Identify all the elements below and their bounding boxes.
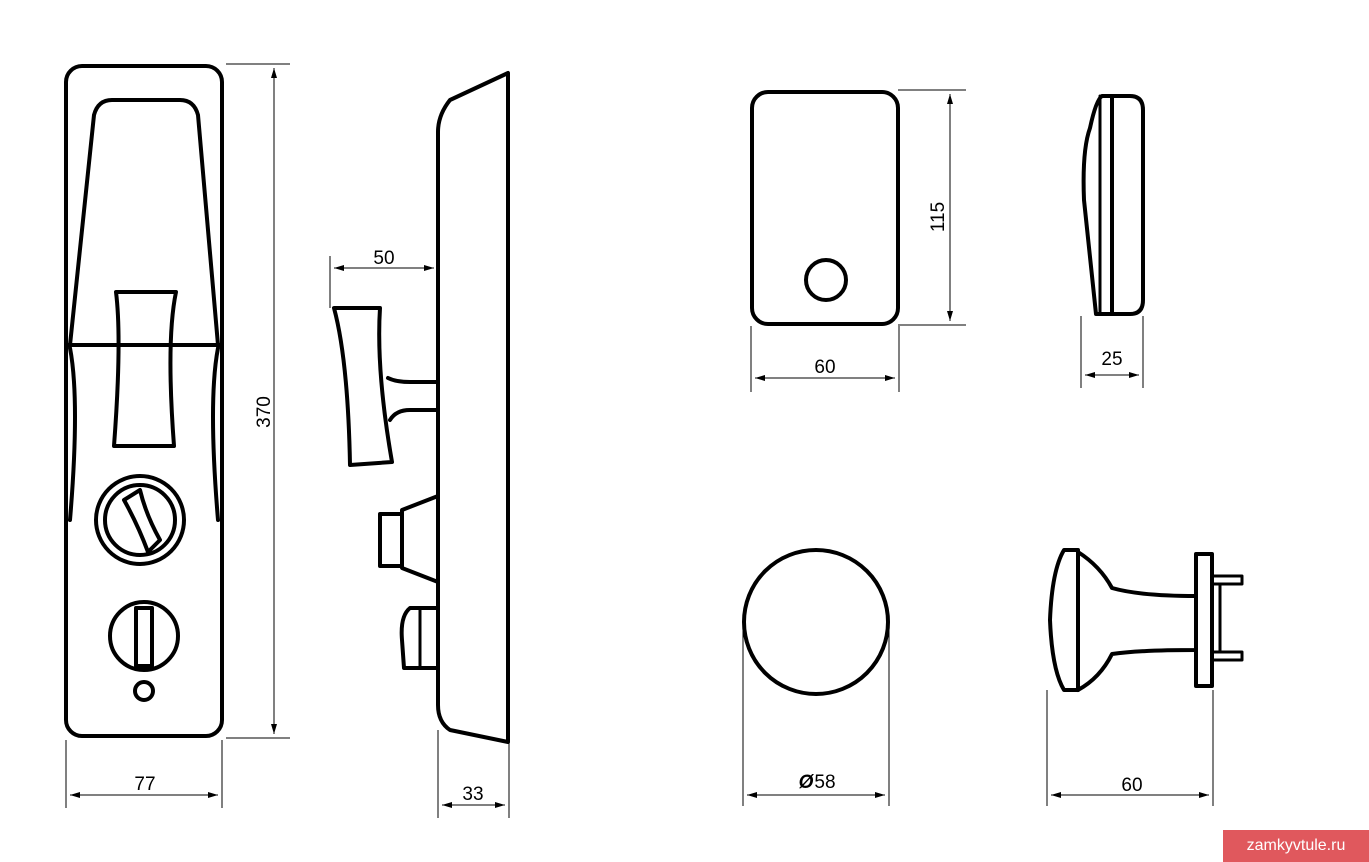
side-view-plate (332, 71, 510, 744)
rosette-side-cap (1081, 94, 1114, 316)
dim-side-depth: 33 (462, 784, 483, 805)
indicator-rosette (108, 600, 180, 672)
knob-circle (742, 548, 890, 696)
dim-height: 370 (254, 396, 275, 428)
knob-pins (1210, 574, 1244, 662)
dimension-labels: 77 370 50 33 115 60 25 Ø 58 60 (134, 202, 1142, 805)
knob-base-plate (1194, 552, 1214, 688)
lever-side (332, 306, 394, 467)
knob-side-view (1048, 548, 1244, 692)
dim-rosette-width: 60 (814, 357, 835, 378)
dim-front-width: 77 (134, 774, 155, 795)
dim-rosette-depth: 25 (1101, 349, 1122, 370)
knob-front-view (742, 548, 890, 696)
handle-upper-body (68, 98, 220, 347)
rosette-side-body (1110, 94, 1145, 316)
dimension-lines (65, 63, 1214, 818)
diameter-symbol: Ø (799, 772, 815, 793)
thumbturn-knob (122, 488, 162, 554)
handle-left-edge (68, 346, 77, 522)
brand-watermark: zamkyvtule.ru (1223, 830, 1369, 862)
indicator-slot (134, 606, 154, 668)
dim-handle-projection: 50 (373, 248, 394, 269)
rosette-side-view (1081, 94, 1145, 316)
lever-stem (386, 376, 440, 422)
rosette-outline (750, 90, 900, 326)
knob-body-side (1076, 550, 1198, 692)
handle-right-edge (211, 346, 220, 522)
front-view-plate (64, 64, 224, 738)
dim-knob-length: 60 (1121, 775, 1142, 796)
thumbturn-rosette-inner (103, 483, 177, 557)
emergency-hole (133, 680, 155, 702)
knob-cap-side (1048, 548, 1080, 692)
thumbturn-rosette-outer (94, 474, 186, 566)
indicator-side (399, 606, 440, 670)
plate-side-outline (436, 71, 510, 744)
rosette-front-view (750, 90, 900, 326)
thumbturn-base-side (400, 494, 440, 584)
lever-front (112, 290, 178, 448)
plate-outline (64, 64, 224, 738)
dim-rosette-height: 115 (928, 202, 949, 232)
rosette-hole (804, 258, 848, 302)
thumbturn-knob-side (378, 512, 404, 568)
dim-knob-diameter: 58 (814, 772, 835, 793)
